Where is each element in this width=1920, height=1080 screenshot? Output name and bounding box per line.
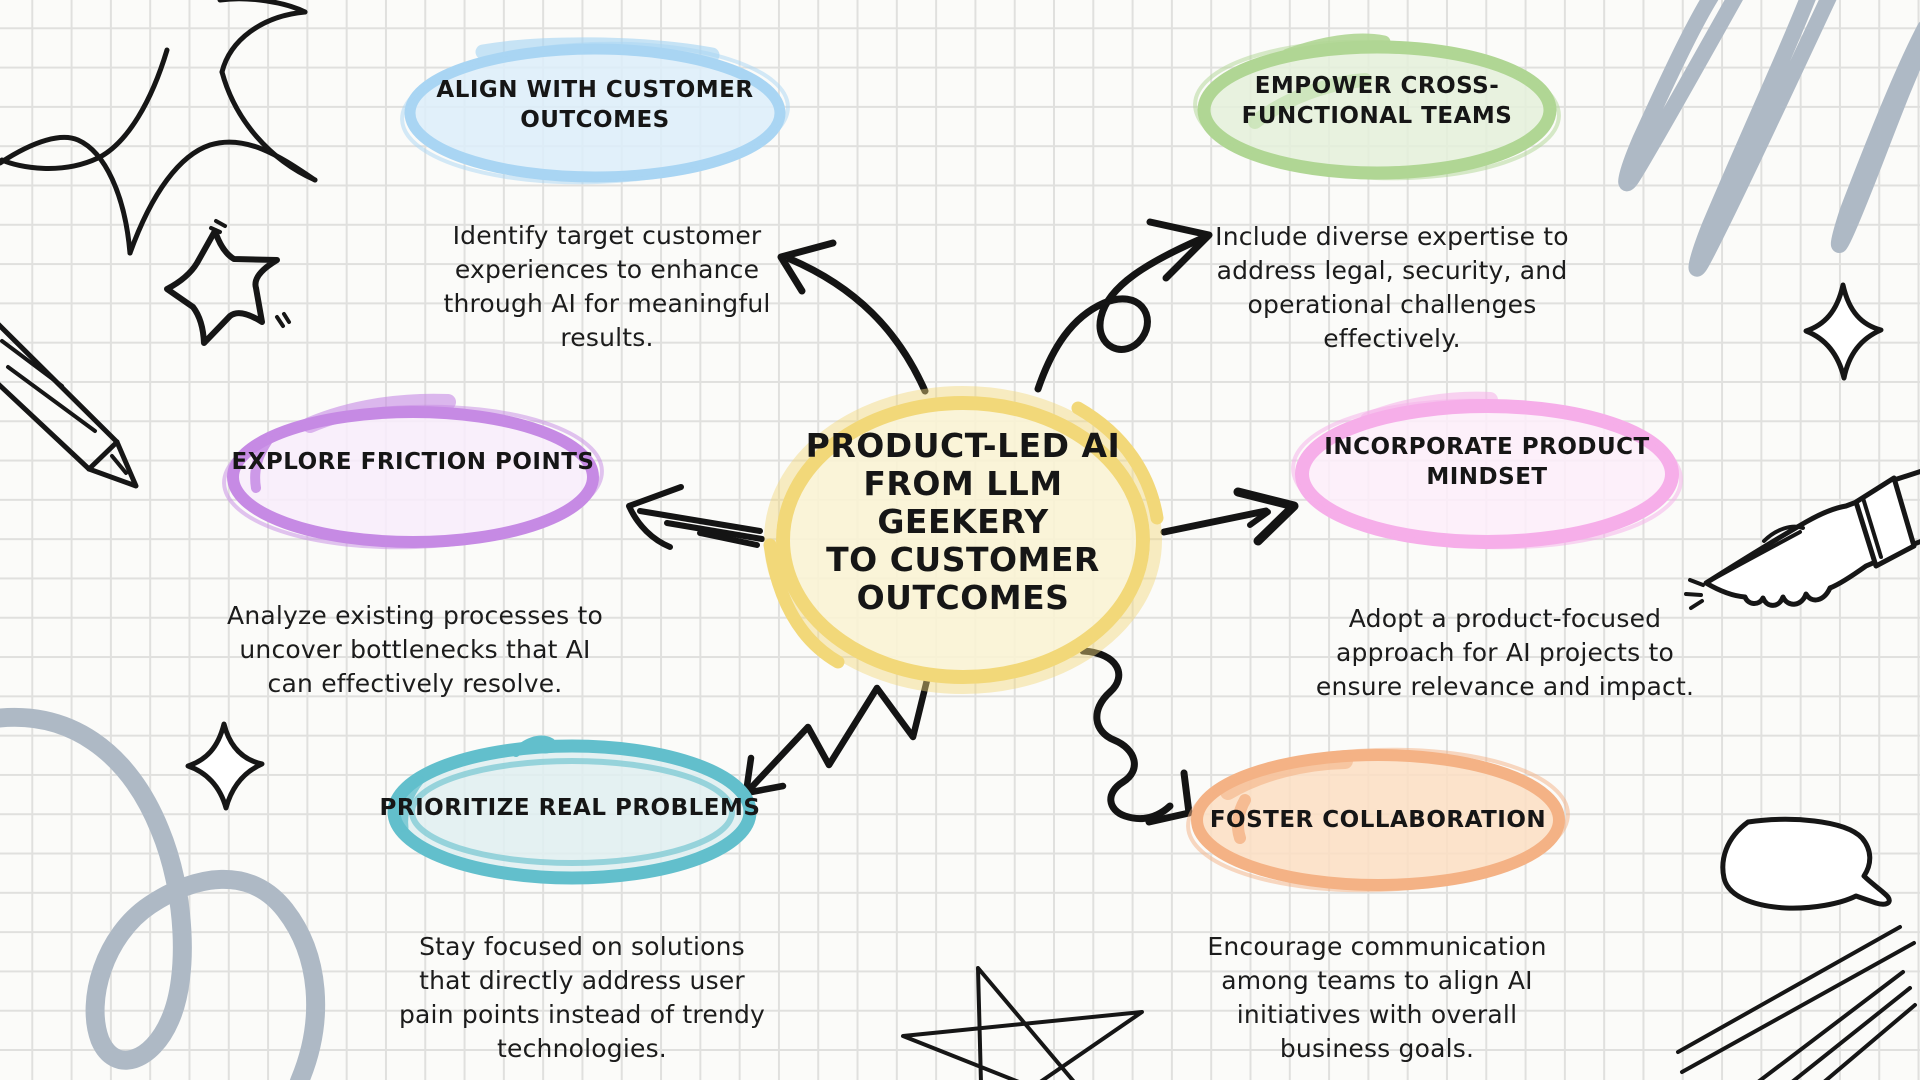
hatch-lines-doodle bbox=[1676, 925, 1917, 1080]
node-description-incorporate-product-mindset: Adopt a product-focused approach for AI … bbox=[1315, 604, 1695, 701]
node-title-explore-friction-points: EXPLORE FRICTION POINTS bbox=[231, 449, 595, 475]
pentagram-star-doodle bbox=[901, 966, 1144, 1080]
node-description-prioritize-real-problems: Stay focused on solutions that directly … bbox=[398, 932, 766, 1063]
starburst-doodle bbox=[0, 0, 318, 256]
node-title-incorporate-product-mindset: INCORPORATE PRODUCT MINDSET bbox=[1324, 434, 1650, 490]
arrow-wavy-down-right bbox=[1079, 647, 1193, 826]
node-description-explore-friction-points: Analyze existing processes to uncover bo… bbox=[227, 601, 603, 698]
arrow-up-right-loop bbox=[1034, 218, 1213, 393]
node-title-prioritize-real-problems: PRIORITIZE REAL PROBLEMS bbox=[379, 795, 761, 821]
node-title-align-customer-outcomes: ALIGN WITH CUSTOMER OUTCOMES bbox=[436, 77, 754, 133]
node-title-foster-collaboration: FOSTER COLLABORATION bbox=[1209, 807, 1547, 833]
node-bubble-explore-friction-points[interactable] bbox=[222, 393, 605, 553]
pencil-icon bbox=[0, 322, 139, 489]
arrow-right bbox=[1160, 487, 1299, 546]
arrow-zigzag-down-left bbox=[742, 672, 932, 797]
sparkle-diamond-right bbox=[1803, 282, 1884, 381]
hand-pointer-icon bbox=[1684, 469, 1920, 610]
loop-scribble bbox=[0, 707, 326, 1080]
node-bubble-incorporate-product-mindset[interactable] bbox=[1291, 391, 1684, 553]
node-bubble-prioritize-real-problems[interactable] bbox=[387, 735, 757, 885]
speech-bubble-icon bbox=[1720, 816, 1892, 911]
arrow-left bbox=[626, 484, 765, 550]
gray-scribble-top-right bbox=[1618, 0, 1920, 277]
node-bubble-foster-collaboration[interactable] bbox=[1186, 743, 1571, 896]
node-title-empower-cross-functional-teams: EMPOWER CROSS- FUNCTIONAL TEAMS bbox=[1241, 73, 1513, 129]
node-description-align-customer-outcomes: Identify target customer experiences to … bbox=[443, 221, 771, 352]
arrow-up-left bbox=[777, 239, 929, 395]
central-topic-title: PRODUCT-LED AI FROM LLM GEEKERY TO CUSTO… bbox=[805, 426, 1121, 617]
node-bubble-empower-cross-functional-teams[interactable] bbox=[1193, 33, 1562, 185]
star-doodle bbox=[164, 219, 291, 346]
node-description-foster-collaboration: Encourage communication among teams to a… bbox=[1207, 932, 1547, 1063]
node-description-empower-cross-functional-teams: Include diverse expertise to address leg… bbox=[1215, 222, 1569, 353]
node-bubble-central-topic[interactable] bbox=[763, 386, 1164, 694]
node-bubble-align-customer-outcomes[interactable] bbox=[400, 37, 791, 188]
sparkle-diamond-left bbox=[185, 721, 265, 811]
